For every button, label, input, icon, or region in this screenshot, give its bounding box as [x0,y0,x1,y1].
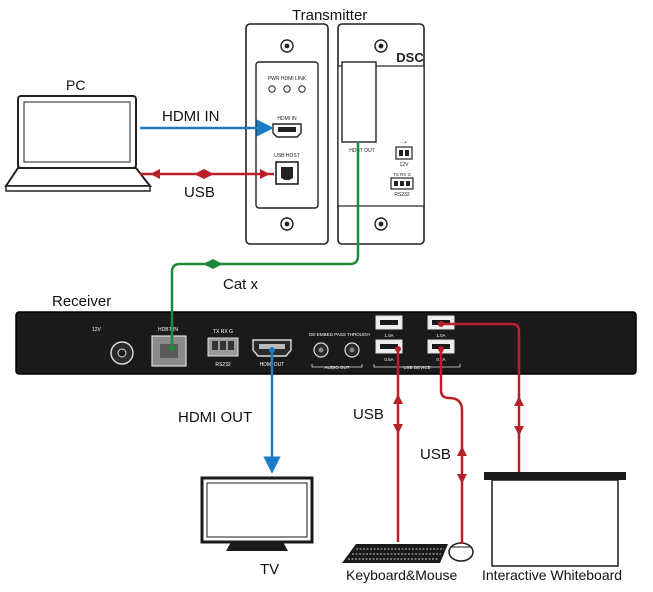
tx-power-voltage: 12V [400,162,410,168]
tx-rs232-label: RS232 [394,192,410,198]
rx-hdbt-in-label: HDBT IN [158,327,178,333]
usb-mouse-link [439,349,464,544]
rx-de-embed-label: DE-EMBED [309,332,334,337]
usb-mouse-label: USB [420,446,451,463]
rx-rs232-label: RS232 [215,362,231,368]
tv-label: TV [260,561,280,578]
keyboard-mouse-label: Keyboard&Mouse [346,567,458,583]
tx-hdbt-out-label: HDBT OUT [349,148,374,154]
rx-rs232-pins: TX RX G [213,329,233,335]
rx-usb-current-1: 1.0A [384,333,393,338]
transmitter-back-plate: DSC HDBT OUT - + 12V TX RX G RS232 [337,23,425,245]
pc-laptop [4,95,153,192]
tv-device [200,476,314,551]
rx-usb-current-3: 1.0A [436,333,445,338]
rx-usb-device-label: USB DEVICE [403,365,430,370]
brand-logo: DSC [396,50,424,65]
usb-keyboard-label: USB [353,406,384,423]
cat-label: Cat x [223,276,259,293]
rx-power-label: 12V [92,327,102,333]
whiteboard-label: Interactive Whiteboard [482,567,623,583]
usb-whiteboard-link [441,322,521,472]
rx-usb-current-2: 0.5A [384,357,393,362]
tx-usb-host-label: USB HOST [274,153,300,159]
hdmi-in-label: HDMI IN [162,108,220,125]
hdmi-out-label: HDMI OUT [178,409,253,426]
tx-power-pins: - + [401,140,407,146]
tx-rs232-pins: TX RX G [393,172,412,177]
transmitter-front-plate: PWR HDMI LINK HDMI IN USB HOST [245,23,329,245]
keyboard-mouse-device [342,542,474,563]
receiver-box: 12V HDBT IN TX RX G RS232 HDMI OUT DE-EM… [15,311,637,375]
led-labels: PWR HDMI LINK [268,76,307,82]
usb-pc-label: USB [184,184,215,201]
rx-pass-through-label: PASS THROUGH [334,332,370,337]
pc-label: PC [66,77,86,93]
transmitter-title: Transmitter [292,7,368,24]
whiteboard-device [484,472,626,567]
tx-hdmi-in-label: HDMI IN [277,116,297,122]
receiver-label: Receiver [52,293,112,310]
rx-audio-out-label: AUDIO OUT [324,365,349,370]
cat-link [170,142,360,345]
